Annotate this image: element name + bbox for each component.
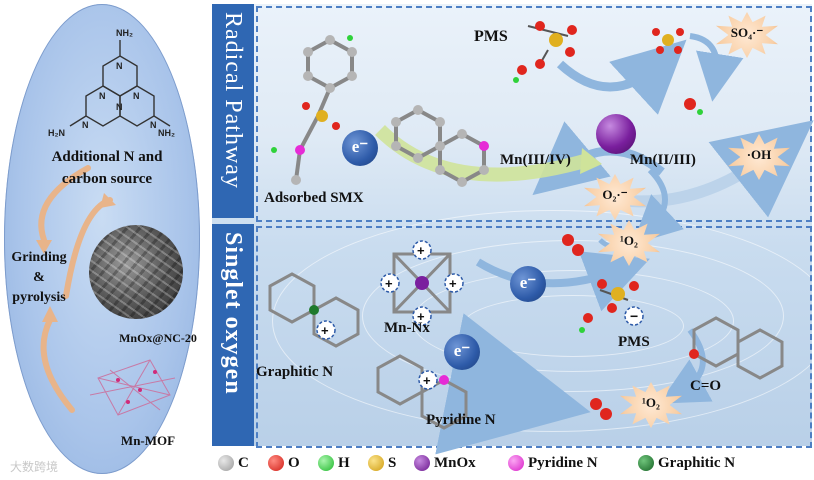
- oh-label: ·OH: [746, 147, 772, 162]
- carbonyl-rings: [692, 316, 784, 380]
- radical-pathway-box: [256, 6, 812, 222]
- svg-text:N: N: [150, 120, 157, 130]
- singlet-label-1: ¹O₂: [620, 233, 638, 248]
- electron-radical: e⁻: [342, 130, 378, 166]
- electron-singlet-2: e⁻: [444, 334, 480, 370]
- legend-swatch-h: [318, 455, 334, 471]
- svg-text:+: +: [449, 276, 457, 291]
- melamine-structure: [69, 40, 171, 127]
- legend-label-h: H: [338, 455, 350, 471]
- arrow-mof-to-grind: [40, 317, 75, 413]
- cycle-arrow-top: [556, 39, 687, 115]
- pms-molecule-top: [513, 21, 577, 83]
- arrow-source-to-grind: [38, 165, 91, 243]
- legend-swatch-pyridine: [508, 455, 524, 471]
- svg-text:+: +: [417, 309, 425, 324]
- mof-label: Mn-MOF: [120, 433, 176, 448]
- legend-swatch-c: [218, 455, 234, 471]
- svg-text:N: N: [82, 120, 89, 130]
- o2-radical-label: O₂·⁻: [602, 187, 628, 202]
- svg-text:H₂N: H₂N: [48, 128, 65, 138]
- legend-swatch-s: [368, 455, 384, 471]
- mnox-label: MnOx@NC-20: [119, 331, 197, 345]
- electron-singlet-1: e⁻: [510, 266, 546, 302]
- pyridine-n-rings: [376, 354, 468, 430]
- legend-swatch-mnox: [414, 455, 430, 471]
- legend-label-o: O: [288, 455, 300, 471]
- legend-label-mnox: MnOx: [434, 455, 476, 471]
- legend-label-graphitic: Graphitic N: [658, 455, 736, 471]
- mn-nx-label: Mn-Nx: [384, 320, 430, 336]
- legend-label-s: S: [388, 455, 397, 471]
- svg-text:−: −: [630, 308, 638, 324]
- singlet-label-2: ¹O₂: [642, 395, 660, 410]
- singlet-oxygen-bar: [212, 224, 254, 446]
- o2-molecule-2: [590, 398, 612, 420]
- carbonyl-label: C=O: [690, 378, 722, 394]
- sem-image-mnox: [89, 225, 183, 319]
- mn-23-label: Mn(II/III): [630, 152, 696, 168]
- oh-molecule: [684, 98, 703, 115]
- svg-text:+: +: [417, 243, 425, 258]
- o2-molecule-1: [562, 234, 584, 256]
- legend-label-c: C: [238, 455, 249, 471]
- smx-atoms: [271, 35, 489, 187]
- radical-pathway-bar: [212, 4, 254, 218]
- singlet-flow-arrow: [475, 251, 650, 312]
- adsorbed-smx-label: Adsorbed SMX: [264, 190, 364, 206]
- o2-arrow: [632, 167, 684, 245]
- legend-swatch-o: [268, 455, 284, 471]
- graphitic-n-label: Graphitic N: [256, 364, 334, 380]
- svg-text:NH₂: NH₂: [158, 128, 175, 138]
- mnox-sphere: [596, 114, 636, 154]
- additional-n-label: Additional N and carbon source: [51, 149, 163, 187]
- pms-molecule-bottom: −: [579, 279, 644, 333]
- svg-text:+: +: [321, 323, 329, 338]
- pyridine-n-label: Pyridine N: [426, 412, 496, 428]
- pms-label-bottom: PMS: [618, 334, 650, 350]
- legend-label-pyridine: Pyridine N: [528, 455, 598, 471]
- so4-molecule: [652, 28, 684, 54]
- mn-34-label: Mn(III/IV): [500, 152, 571, 168]
- mn-nx-charges: [380, 240, 464, 326]
- svg-text:N: N: [116, 102, 123, 112]
- grinding-label: Grinding & pyrolysis: [11, 250, 67, 305]
- watermark: 大数跨境: [10, 460, 59, 474]
- mn-mof-lattice: [89, 359, 176, 416]
- svg-text:+: +: [423, 373, 431, 388]
- svg-text:NH₂: NH₂: [116, 28, 133, 38]
- svg-text:N: N: [99, 91, 106, 101]
- pms-label-top: PMS: [474, 28, 508, 45]
- so4-label: SO₄·⁻: [730, 25, 764, 40]
- legend-swatch-graphitic: [638, 455, 654, 471]
- so4-arrow: [689, 33, 744, 102]
- svg-text:N: N: [116, 61, 123, 71]
- svg-text:+: +: [385, 276, 393, 291]
- svg-text:N: N: [133, 91, 140, 101]
